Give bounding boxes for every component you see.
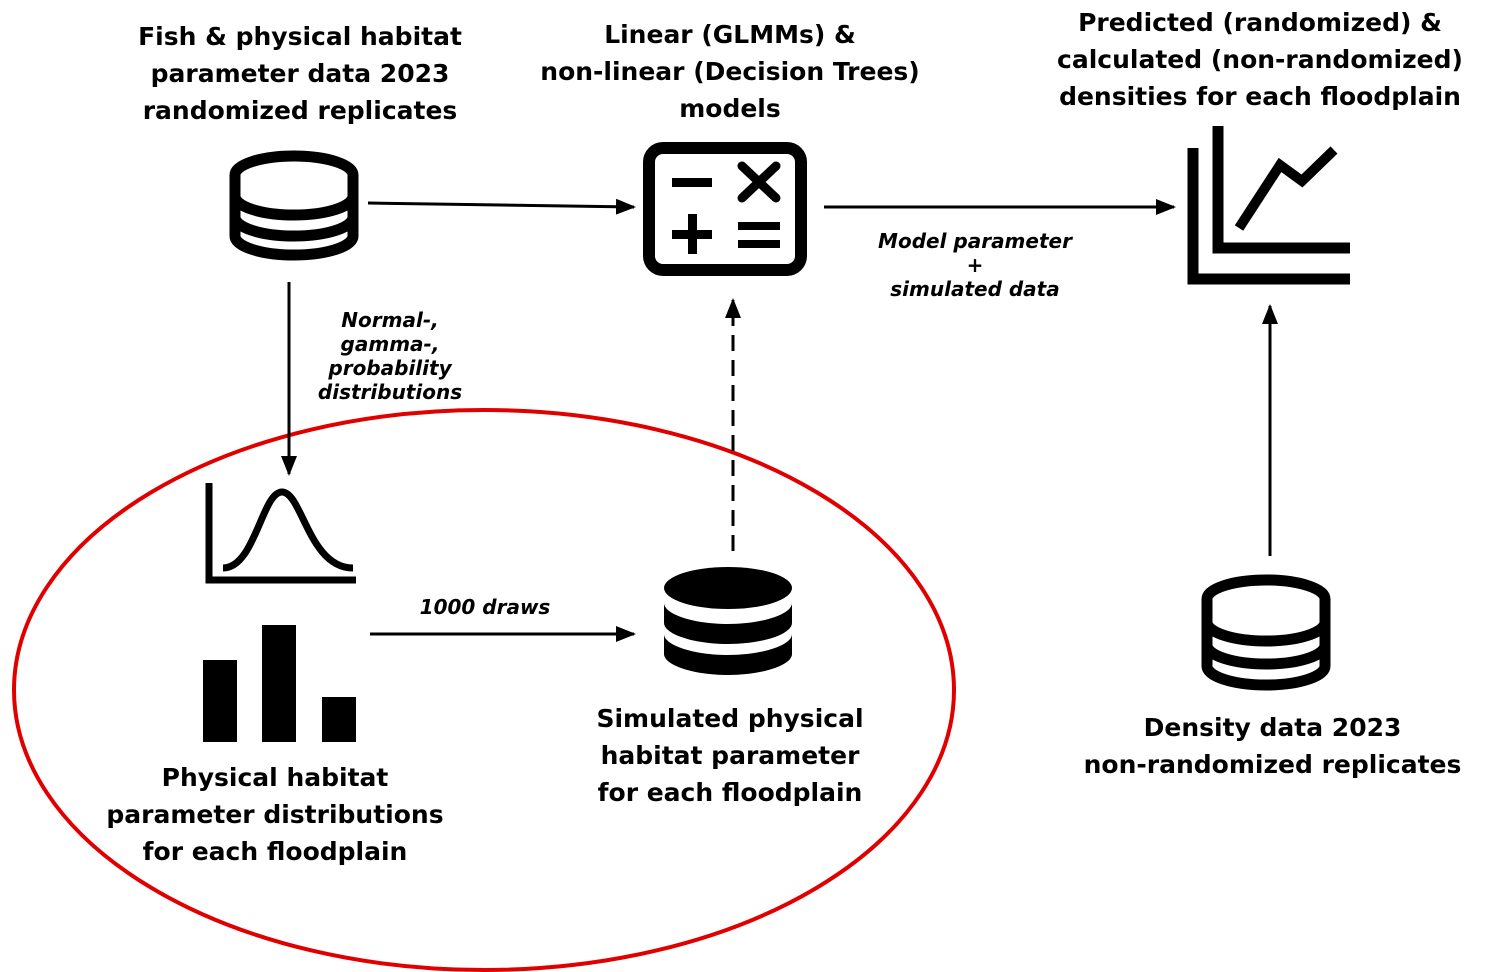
database-filled-icon xyxy=(664,567,792,675)
simulated-title-line: Simulated physical xyxy=(596,704,864,733)
draws-edge-label: 1000 draws xyxy=(395,595,575,619)
density-title-line: Density data 2023 xyxy=(1143,713,1402,742)
edge-label-line: simulated data xyxy=(890,277,1060,301)
models-title-line: models xyxy=(679,94,781,123)
fish-data-title: Fish & physical habitat parameter data 2… xyxy=(95,18,505,129)
models-title-line: non-linear (Decision Trees) xyxy=(540,57,920,86)
edge-label-line: + xyxy=(966,253,984,277)
edge-label-line: distributions xyxy=(317,380,463,404)
line-chart-icon xyxy=(1187,126,1350,285)
models-title: Linear (GLMMs) & non-linear (Decision Tr… xyxy=(500,16,960,127)
simulated-title-line: for each floodplain xyxy=(597,778,863,807)
edge-label-line: Normal-, xyxy=(341,308,439,332)
edge-label-line: 1000 draws xyxy=(419,595,551,619)
arrow-fish-to-models xyxy=(367,198,636,215)
distributions-title-line: for each floodplain xyxy=(142,837,408,866)
predicted-title: Predicted (randomized) & calculated (non… xyxy=(1030,4,1490,115)
predicted-title-line: Predicted (randomized) & xyxy=(1078,8,1442,37)
bell-curve-icon xyxy=(205,483,356,584)
model-edge-label: Model parameter + simulated data xyxy=(855,229,1095,301)
bar-chart-icon xyxy=(203,625,356,742)
edge-label-line: Model parameter xyxy=(878,229,1072,253)
fish-data-title-line: Fish & physical habitat xyxy=(138,22,462,51)
distributions-title-line: parameter distributions xyxy=(106,800,444,829)
distributions-title-line: Physical habitat xyxy=(161,763,389,792)
fish-data-title-line: parameter data 2023 xyxy=(150,59,450,88)
edge-label-line: probability xyxy=(328,356,452,380)
density-title: Density data 2023 non-randomized replica… xyxy=(1060,709,1485,783)
predicted-title-line: calculated (non-randomized) xyxy=(1057,45,1463,74)
simulated-title: Simulated physical habitat parameter for… xyxy=(540,700,920,811)
calculator-icon xyxy=(643,142,807,276)
distributions-edge-label: Normal-, gamma-, probability distributio… xyxy=(300,308,480,404)
predicted-title-line: densities for each floodplain xyxy=(1059,82,1461,111)
database-outline-icon xyxy=(1201,574,1331,691)
models-title-line: Linear (GLMMs) & xyxy=(604,20,856,49)
highlight-ellipse xyxy=(12,408,956,972)
density-title-line: non-randomized replicates xyxy=(1083,750,1462,779)
fish-data-title-line: randomized replicates xyxy=(142,96,458,125)
distributions-title: Physical habitat parameter distributions… xyxy=(70,759,480,870)
simulated-title-line: habitat parameter xyxy=(600,741,860,770)
edge-label-line: gamma-, xyxy=(340,332,440,356)
database-outline-icon xyxy=(229,150,359,261)
